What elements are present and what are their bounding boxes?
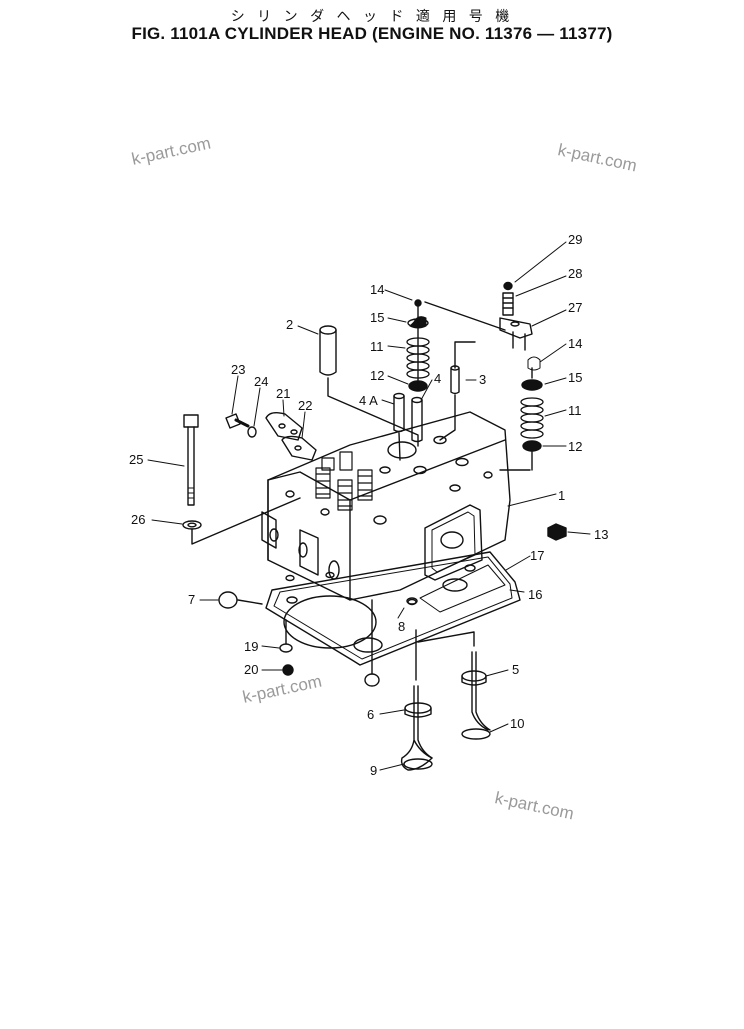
ring-part-8 [406,597,418,605]
callout-6: 6 [367,707,375,722]
cover-plate-part-21 [265,411,303,441]
head-bolt-part-25 [183,414,199,506]
seal-part-19 [279,619,293,653]
seal-part-18 [364,599,380,687]
valve-guide-part-4 [411,396,423,443]
callout-9: 9 [370,763,378,778]
bolt-part-23 [225,413,250,429]
valve-part-10 [417,631,491,740]
callout-17: 17 [530,548,545,563]
callout-27: 27 [568,300,583,315]
callout-5: 5 [512,662,520,677]
callout-25: 25 [129,452,144,467]
valve-guide-part-3 [439,341,476,441]
callout-16: 16 [528,587,543,602]
head-gasket [265,551,521,666]
callout-4: 4 [434,371,442,386]
callout-19: 19 [244,639,259,654]
callout-8: 8 [398,619,406,634]
figure-title: FIG. 1101A CYLINDER HEAD (ENGINE NO. 113… [131,24,613,43]
callout-23: 23 [231,362,246,377]
japanese-title: シ リ ン ダ ヘ ッ ド 適 用 号 機 [230,9,514,25]
valve-bridge-assembly [499,281,533,351]
callout-7: 7 [188,592,196,607]
expansion-plug-part-7 [218,591,263,609]
callout-29: 29 [568,232,583,247]
callout-1: 1 [558,488,566,503]
washer-part-26 [182,497,301,545]
callout-14-left: 14 [370,282,385,297]
nozzle-holder-part-2 [319,325,419,447]
callout-15-right: 15 [568,370,583,385]
leader-lines [147,241,591,771]
callout-22: 22 [298,398,313,413]
cylinder-head-body [261,411,511,601]
valve-seat-part-5 [461,670,487,686]
callout-11-right: 11 [568,403,582,418]
callout-2: 2 [286,317,294,332]
callout-21: 21 [276,386,291,401]
callout-12-right: 12 [568,439,583,454]
callout-3: 3 [479,372,487,387]
callout-20: 20 [244,662,259,677]
plug-part-13 [547,523,567,541]
gasket-part-22 [281,435,317,461]
callout-10: 10 [510,716,525,731]
valve-part-9 [400,629,433,771]
callout-14-right: 14 [568,336,583,351]
callout-15-left: 15 [370,310,385,325]
callout-13: 13 [594,527,609,542]
valve-spring-stack-right [499,356,544,471]
valve-spring-stack-left [406,299,506,392]
valve-guide-part-4a [393,392,405,461]
callout-4a: 4 A [359,393,378,408]
callout-28: 28 [568,266,583,281]
nut-part-20 [282,664,294,676]
callout-26: 26 [131,512,146,527]
callout-12-left: 12 [370,368,385,383]
callout-24: 24 [254,374,269,389]
washer-part-24 [247,426,257,438]
callout-11-left: 11 [370,339,384,354]
